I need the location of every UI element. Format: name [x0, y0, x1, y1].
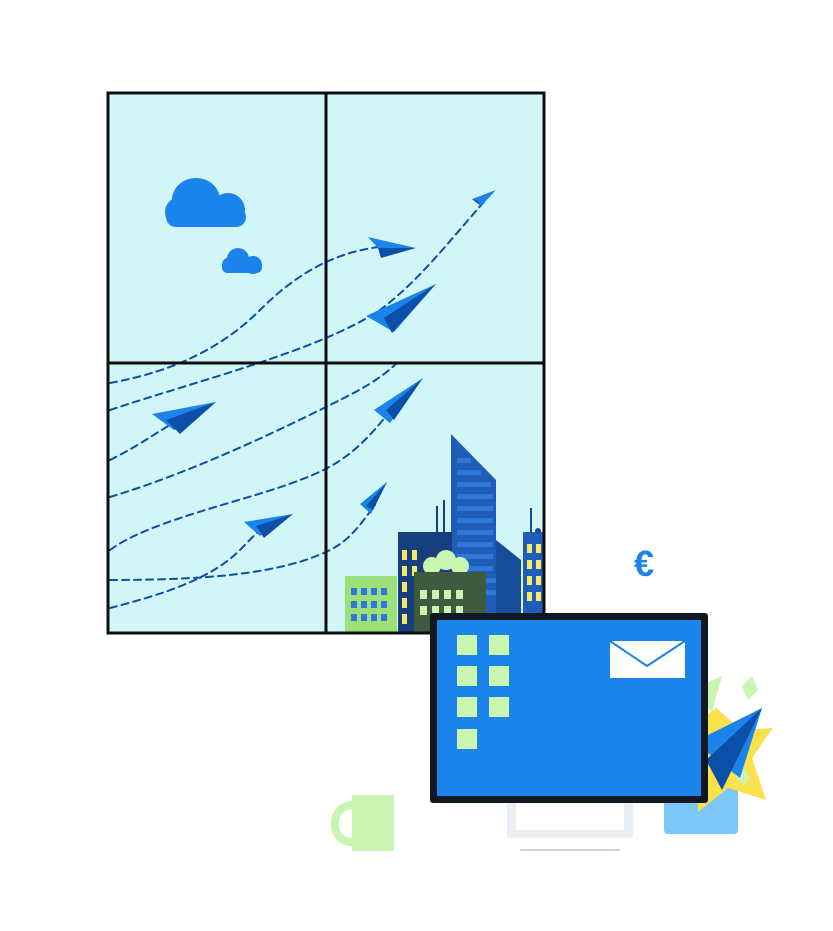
building-right: [523, 532, 544, 633]
paper-plane-icon: [244, 514, 293, 538]
tile-icon[interactable]: [457, 666, 477, 686]
tile-icon[interactable]: [489, 697, 509, 717]
tile-icon[interactable]: [457, 697, 477, 717]
window-frame: [106, 91, 546, 635]
tile-icon[interactable]: [489, 635, 509, 655]
tile-icon[interactable]: [457, 635, 477, 655]
paper-plane-icon: [366, 284, 436, 333]
paper-plane-icon: [368, 237, 416, 258]
tile-icon[interactable]: [457, 729, 477, 749]
city-skyline: [345, 434, 544, 633]
window: [106, 91, 546, 635]
cloud-icon-small: [222, 248, 262, 274]
paper-plane-icon: [694, 708, 762, 790]
desktop-tiles: [457, 635, 509, 749]
envelope-icon[interactable]: [609, 640, 686, 678]
paper-plane-icon: [472, 190, 496, 206]
monitor: [430, 613, 708, 851]
paper-plane-icon: [152, 402, 216, 434]
flight-trails: [109, 194, 491, 609]
euro-symbol: €: [634, 543, 655, 584]
cloud-icon: [165, 178, 246, 227]
paper-plane-icon: [374, 378, 423, 423]
mug-icon: [330, 795, 394, 851]
tile-icon[interactable]: [489, 666, 509, 686]
paper-plane-icon: [360, 482, 387, 514]
